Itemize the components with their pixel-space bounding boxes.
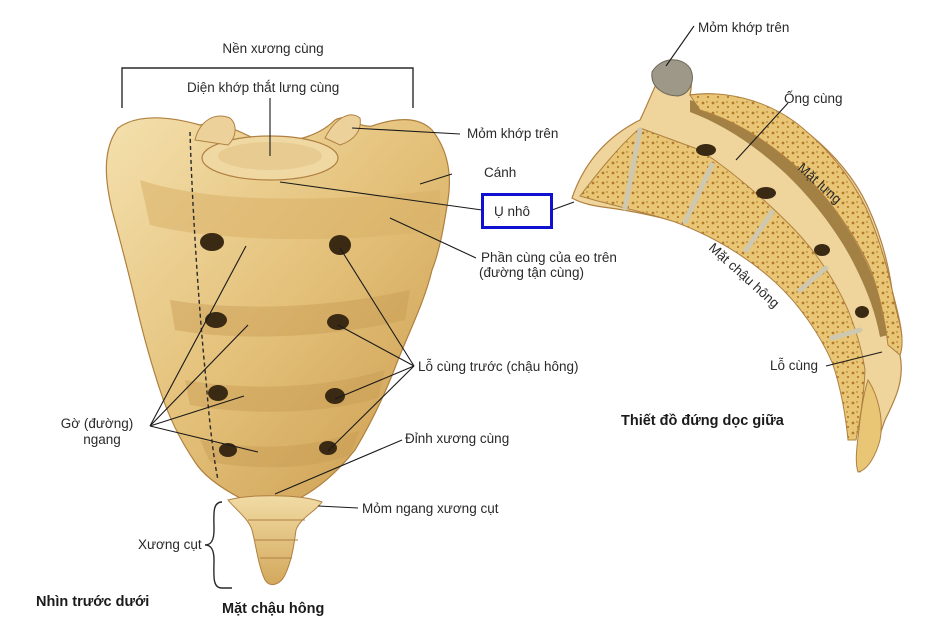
label-nhin-truoc-duoi: Nhìn trước dưới bbox=[36, 594, 150, 610]
coccyx-segment-lines bbox=[248, 519, 305, 559]
label-thiet-do: Thiết đồ đứng dọc giữa bbox=[621, 413, 784, 429]
label-dien-khop: Diện khớp thắt lưng cùng bbox=[187, 80, 340, 95]
foramen-l3 bbox=[208, 385, 228, 401]
foramen-l1 bbox=[200, 233, 224, 251]
foramen-r4 bbox=[319, 441, 337, 455]
label-mat-chau-hong-title: Mặt chậu hông bbox=[222, 601, 325, 617]
sacrum-shade-band1 bbox=[170, 290, 410, 337]
label-xuong-cut: Xương cụt bbox=[138, 537, 202, 552]
label-mom-khop-tren-right: Mỏm khớp trên bbox=[698, 20, 790, 35]
label-mom-ngang-xuong-cut: Mỏm ngang xương cụt bbox=[362, 501, 499, 516]
sagittal-foramen-2 bbox=[756, 187, 776, 199]
sacrum-shade-band3 bbox=[200, 430, 360, 468]
label-phan-cung-2: (đường tận cùng) bbox=[479, 265, 584, 280]
label-go-ngang-2: ngang bbox=[83, 432, 121, 447]
foramen-r2 bbox=[327, 314, 349, 330]
label-mom-khop-tren-left: Mỏm khớp trên bbox=[467, 126, 559, 141]
base-bracket bbox=[121, 67, 414, 108]
sagittal-foramen-4 bbox=[855, 306, 869, 318]
label-u-nho: Ụ nhô bbox=[494, 204, 531, 219]
superior-articular-process-left bbox=[194, 115, 236, 146]
sagittal-foramen-3 bbox=[814, 244, 830, 256]
label-phan-cung-1: Phần cùng của eo trên bbox=[481, 250, 617, 265]
sagittal-coccyx bbox=[855, 378, 882, 473]
sagittal-segment-lines bbox=[622, 127, 863, 341]
label-canh: Cánh bbox=[484, 165, 517, 180]
sacrum-shade-upper bbox=[140, 180, 440, 240]
auricular-dashed-line bbox=[189, 131, 219, 481]
foramen-r3 bbox=[325, 388, 345, 404]
label-ong-cung: Ống cùng bbox=[784, 91, 843, 106]
foramen-l4 bbox=[219, 443, 237, 457]
sagittal-foramina bbox=[696, 144, 869, 318]
label-lo-cung-truoc: Lỗ cùng trước (chậu hông) bbox=[418, 359, 579, 374]
leader-lines-sagittal bbox=[551, 25, 883, 367]
leader-lines-anterior bbox=[149, 98, 483, 509]
label-go-ngang-1: Gờ (đường) bbox=[60, 416, 134, 431]
sacrum-anterior-view bbox=[105, 114, 451, 586]
superior-articular-process-right bbox=[324, 114, 361, 146]
dorsal-surface bbox=[689, 93, 903, 356]
sacrum-sagittal-section bbox=[571, 59, 903, 473]
label-lo-cung: Lỗ cùng bbox=[770, 358, 819, 373]
coccyx-bracket bbox=[204, 501, 232, 589]
u-nho-highlight-box bbox=[481, 193, 553, 229]
label-nen-xuong-cung: Nền xương cùng bbox=[222, 41, 324, 56]
anterior-sacral-foramina bbox=[200, 233, 351, 457]
foramen-l2 bbox=[205, 312, 227, 328]
sagittal-foramen-1 bbox=[696, 144, 716, 156]
foramen-r1 bbox=[329, 235, 351, 255]
label-dinh-xuong-cung: Đỉnh xương cùng bbox=[405, 431, 510, 446]
